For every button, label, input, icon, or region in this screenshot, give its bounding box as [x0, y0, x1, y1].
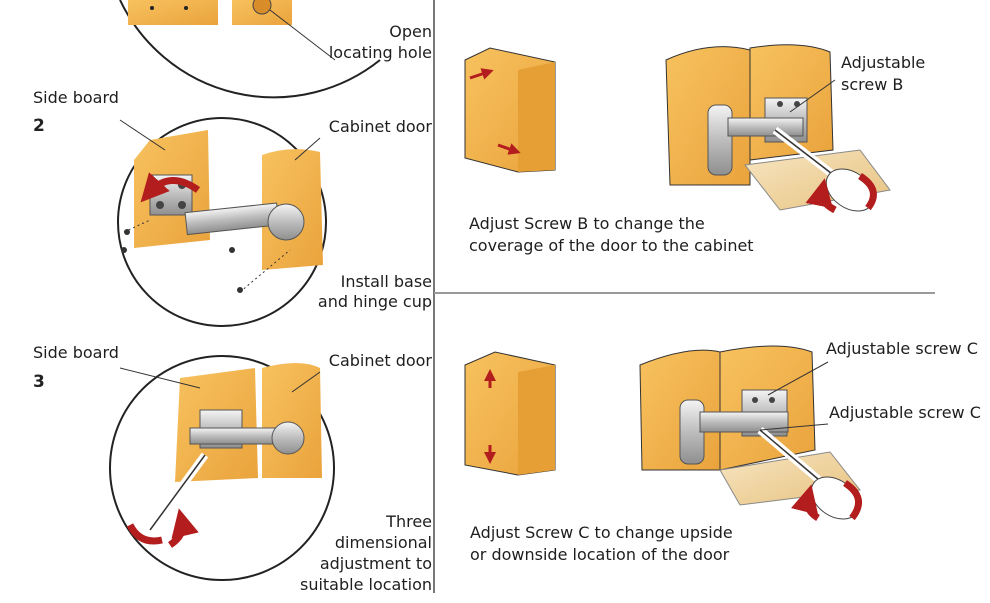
label-adjustable: Adjustable: [841, 53, 926, 72]
label-side-board: Side board: [33, 343, 119, 362]
label-adjustable-screw-c-2: Adjustable screw C: [829, 403, 981, 422]
caption-b-line1: Adjust Screw B to change the: [469, 214, 705, 233]
label-adjustable-screw-c-1: Adjustable screw C: [826, 339, 978, 358]
step-number-2: 2: [33, 116, 45, 136]
label-adjustment-to: adjustment to: [319, 554, 432, 573]
label-side-board: Side board: [33, 88, 119, 107]
label-locating-hole: locating hole: [328, 43, 432, 62]
bottom-right-illustration: [464, 345, 863, 521]
label-cabinet-door: Cabinet door: [328, 117, 432, 136]
label-dimensional: dimensional: [334, 533, 432, 552]
step3-circle-illustration: [109, 355, 335, 581]
step-number-3: 3: [33, 372, 45, 392]
label-three: Three: [386, 512, 432, 531]
label-suitable-location: suitable location: [299, 575, 432, 594]
caption-c-line2: or downside location of the door: [470, 545, 730, 564]
label-hinge-cup: and hinge cup: [317, 292, 432, 311]
caption-c-line1: Adjust Screw C to change upside: [470, 523, 733, 542]
label-cabinet-door: Cabinet door: [328, 351, 432, 370]
caption-b-line2: coverage of the door to the cabinet: [469, 236, 754, 255]
step2-circle-illustration: [117, 117, 327, 327]
step1-circle-illustration: [119, 0, 381, 99]
label-open: Open: [389, 22, 432, 41]
label-install-base: Install base: [340, 272, 432, 291]
top-right-illustration: [464, 44, 891, 214]
label-screw-b: screw B: [841, 75, 904, 94]
